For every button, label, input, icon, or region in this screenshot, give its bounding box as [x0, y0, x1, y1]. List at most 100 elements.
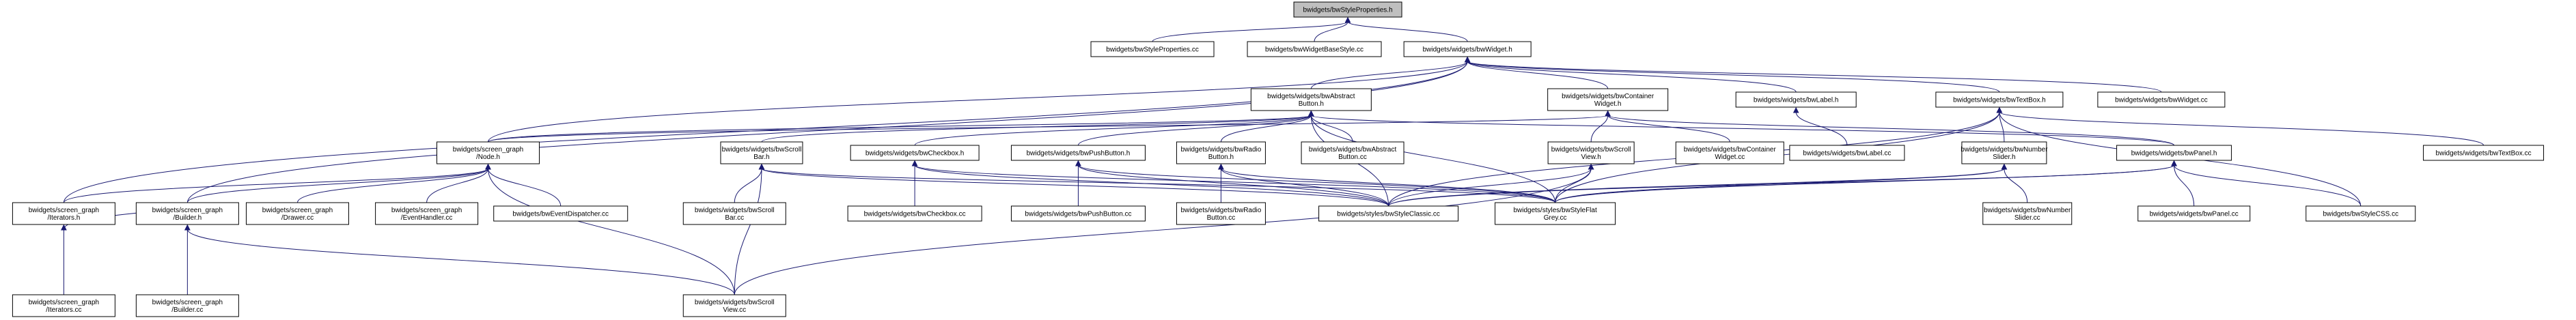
node-box — [682, 294, 786, 317]
node-label: bwidgets/bwStyleProperties.cc — [1106, 46, 1199, 54]
node-box — [1250, 88, 1372, 111]
node-box — [1010, 205, 1146, 222]
arrowhead-icon — [1344, 16, 1351, 23]
edge-panel_h-to-abstract_h — [1308, 110, 2175, 146]
edge-line — [296, 168, 489, 203]
node-label: bwidgets/widgets/bwPushButton.cc — [1025, 211, 1131, 218]
node-stylecss-cc[interactable]: bwidgets/bwStyleCSS.cc — [2305, 205, 2416, 222]
node-box — [1318, 205, 1459, 222]
edge-scrollbar_cc-to-scrollbar_h — [734, 163, 765, 203]
node-box — [1495, 202, 1616, 225]
node-label: Slider.cc — [2014, 214, 2040, 222]
node-box — [1789, 145, 1905, 161]
edge-line — [1310, 115, 2175, 146]
node-box — [1010, 145, 1146, 161]
edge-line — [1467, 61, 2162, 93]
edge-line — [1555, 164, 2175, 203]
edge-line — [488, 115, 1609, 143]
node-textbox-cc[interactable]: bwidgets/widgets/bwTextBox.cc — [2423, 145, 2545, 161]
edge-styleclassic_cc-to-radio_h — [1218, 163, 1389, 207]
arrowhead-icon — [1588, 163, 1594, 170]
edge-line — [734, 168, 762, 295]
edge-line — [1999, 111, 2484, 146]
edge-textbox_cc-to-textbox_h — [1996, 106, 2484, 146]
edge-line — [1388, 168, 1592, 207]
edge-line — [1607, 115, 1730, 143]
node-box — [1735, 91, 1857, 108]
node-label: bwidgets/styles/bwStyleFlat — [1513, 207, 1596, 214]
edge-line — [488, 168, 562, 207]
node-node-h[interactable]: bwidgets/screen_graph/Node.h — [437, 141, 540, 164]
node-pushbutton-cc[interactable]: bwidgets/widgets/bwPushButton.cc — [1010, 205, 1146, 222]
node-label: bwidgets/widgets/bwScroll — [695, 207, 775, 214]
edge-pushbutton_cc-to-pushbutton_h — [1075, 160, 1081, 207]
node-widget-cc[interactable]: bwidgets/widgets/bwWidget.cc — [2097, 91, 2226, 108]
node-label: bwidgets/widgets/bwWidget.h — [1423, 46, 1512, 54]
edge-line — [1314, 21, 1348, 42]
edge-styleflatgrey_cc-to-radio_h — [1218, 163, 1556, 203]
node-box — [135, 294, 239, 317]
arrowhead-icon — [1464, 56, 1471, 63]
arrowhead-icon — [1075, 160, 1081, 166]
node-checkbox-h[interactable]: bwidgets/widgets/bwCheckbox.h — [850, 145, 980, 161]
node-checkbox-cc[interactable]: bwidgets/widgets/bwCheckbox.cc — [847, 205, 982, 222]
node-label: bwidgets/widgets/bwLabel.cc — [1803, 150, 1891, 158]
node-label: View.h — [1581, 154, 1601, 161]
node-iterators-cc[interactable]: bwidgets/screen_graph/Iterators.cc — [12, 294, 115, 317]
node-drawer-cc[interactable]: bwidgets/screen_graph/Drawer.cc — [245, 202, 349, 225]
edge-line — [914, 164, 1556, 203]
node-eventdispatcher-cc[interactable]: bwidgets/bwEventDispatcher.cc — [493, 205, 628, 222]
edge-sp_cc-to-root — [1152, 16, 1351, 42]
edge-scrollview_cc-to-builder_h — [184, 224, 735, 295]
node-builder-cc[interactable]: bwidgets/screen_graph/Builder.cc — [135, 294, 239, 317]
node-iterators-h[interactable]: bwidgets/screen_graph/Iterators.h — [12, 202, 115, 225]
node-eventhandler-cc[interactable]: bwidgets/screen_graph/EventHandler.cc — [375, 202, 479, 225]
edge-line — [186, 61, 1468, 203]
edge-line — [1152, 21, 1348, 42]
node-label-h[interactable]: bwidgets/widgets/bwLabel.h — [1735, 91, 1857, 108]
edge-line — [914, 115, 1312, 146]
edge-line — [1220, 115, 1312, 143]
edge-line — [1590, 115, 1609, 143]
node-label-cc[interactable]: bwidgets/widgets/bwLabel.cc — [1789, 145, 1905, 161]
node-panel-h[interactable]: bwidgets/widgets/bwPanel.h — [2116, 145, 2232, 161]
arrowhead-icon — [1996, 106, 2003, 113]
node-styleclassic-cc[interactable]: bwidgets/styles/bwStyleClassic.cc — [1318, 205, 1459, 222]
node-label: bwidgets/widgets/bwContainer — [1562, 93, 1654, 100]
node-sp-cc[interactable]: bwidgets/bwStyleProperties.cc — [1090, 41, 1215, 57]
node-box — [12, 202, 115, 225]
node-textbox-h[interactable]: bwidgets/widgets/bwTextBox.h — [1935, 91, 2064, 108]
node-label: bwidgets/widgets/bwRadio — [1181, 146, 1262, 154]
node-panel-cc[interactable]: bwidgets/widgets/bwPanel.cc — [2137, 205, 2251, 222]
edge-line — [63, 61, 1468, 203]
node-wbs-cc[interactable]: bwidgets/bwWidgetBaseStyle.cc — [1247, 41, 1382, 57]
edge-line — [1310, 115, 1353, 143]
edge-styleflatgrey_cc-to-panel_h — [1555, 160, 2177, 203]
node-label: bwidgets/screen_graph — [262, 207, 333, 214]
node-box — [1301, 141, 1404, 164]
node-box — [1293, 1, 1402, 18]
node-pushbutton-h[interactable]: bwidgets/widgets/bwPushButton.h — [1010, 145, 1146, 161]
node-widget-h[interactable]: bwidgets/widgets/bwWidget.h — [1403, 41, 1532, 57]
edge-line — [734, 168, 762, 203]
edge-numslider_cc-to-numslider_h — [2001, 163, 2028, 203]
edge-node_h-to-abstract_h — [488, 110, 1314, 143]
edge-node_h-to-container_h — [488, 110, 1611, 143]
edge-line — [488, 168, 735, 295]
node-box — [1090, 41, 1215, 57]
node-builder-h[interactable]: bwidgets/screen_graph/Builder.h — [135, 202, 239, 225]
arrowhead-icon — [485, 163, 491, 170]
